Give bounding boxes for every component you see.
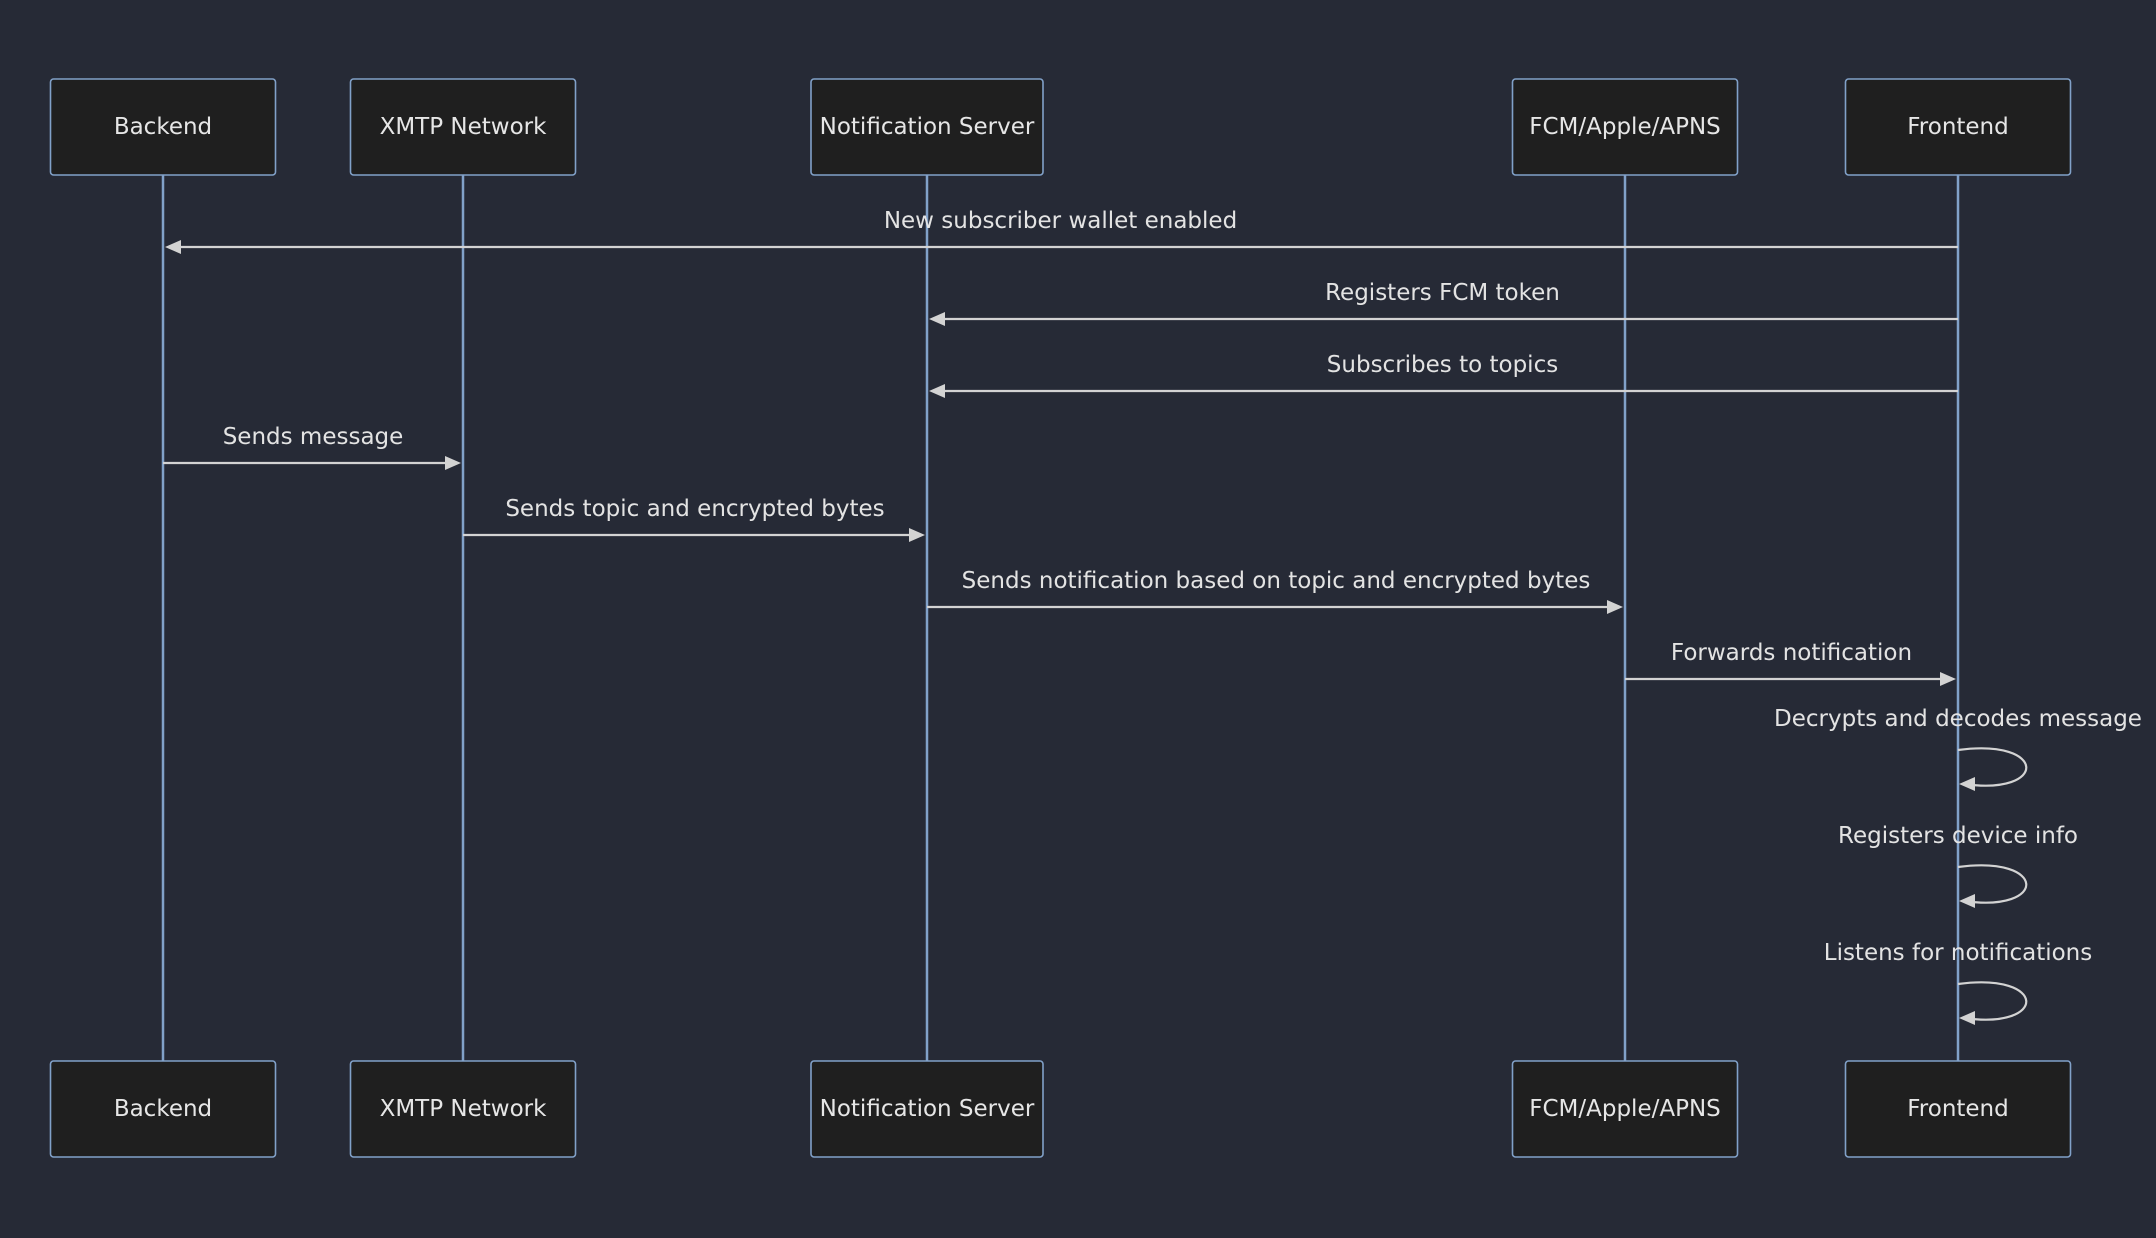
message-label: New subscriber wallet enabled	[884, 208, 1237, 234]
message-9: Registers device info	[1838, 823, 2078, 908]
message-arrowhead	[445, 456, 461, 470]
actor-box	[1844, 1060, 2072, 1158]
actor-box	[349, 78, 577, 176]
message-label: Sends topic and encrypted bytes	[505, 496, 884, 522]
actor-fcm-top[interactable]: FCM/Apple/APNS	[1511, 78, 1739, 176]
message-arrow-line	[1957, 864, 2028, 904]
message-arrowhead	[909, 528, 925, 542]
message-2: Registers FCM token	[929, 280, 1958, 326]
actor-backend-bottom[interactable]: Backend	[49, 1060, 277, 1158]
message-label: Registers device info	[1838, 823, 2078, 849]
actor-notif-bottom[interactable]: Notification Server	[810, 1060, 1044, 1158]
message-1: New subscriber wallet enabled	[165, 208, 1958, 254]
actor-label: XMTP Network	[380, 114, 548, 140]
actor-box	[1511, 78, 1739, 176]
actor-box	[1844, 78, 2072, 176]
message-label: Listens for notifications	[1824, 940, 2093, 966]
message-arrowhead	[1607, 600, 1623, 614]
actor-label: Backend	[114, 114, 212, 140]
actor-xmtp-top[interactable]: XMTP Network	[349, 78, 577, 176]
message-5: Sends topic and encrypted bytes	[463, 496, 925, 542]
actor-label: XMTP Network	[380, 1096, 548, 1122]
message-8: Decrypts and decodes message	[1774, 706, 2142, 791]
message-3: Subscribes to topics	[929, 352, 1958, 398]
actor-box	[349, 1060, 577, 1158]
lifelines	[161, 175, 1960, 1061]
actor-xmtp-bottom[interactable]: XMTP Network	[349, 1060, 577, 1158]
actor-fcm-bottom[interactable]: FCM/Apple/APNS	[1511, 1060, 1739, 1158]
message-arrow-line	[1957, 747, 2028, 787]
actors-bottom: Backend XMTP Network Notification Server FC…	[49, 1060, 2072, 1158]
actor-label: Frontend	[1907, 1096, 2009, 1122]
actor-box	[810, 78, 1044, 176]
actor-box	[1511, 1060, 1739, 1158]
message-arrowhead	[1959, 894, 1975, 908]
message-4: Sends message	[163, 424, 461, 470]
message-arrowhead	[929, 312, 945, 326]
actor-box	[49, 1060, 277, 1158]
actor-frontend-top[interactable]: Frontend	[1844, 78, 2072, 176]
message-7: Forwards notification	[1625, 640, 1956, 686]
message-6: Sends notification based on topic and en…	[927, 568, 1623, 614]
message-arrowhead	[165, 240, 181, 254]
actor-label: Notification Server	[820, 1096, 1035, 1122]
actor-label: FCM/Apple/APNS	[1529, 114, 1721, 140]
message-10: Listens for notifications	[1824, 940, 2093, 1025]
message-label: Registers FCM token	[1325, 280, 1560, 306]
message-label: Sends notification based on topic and en…	[962, 568, 1591, 594]
message-label: Forwards notification	[1671, 640, 1912, 666]
message-arrow-line	[1957, 981, 2028, 1021]
message-label: Sends message	[223, 424, 404, 450]
actor-box	[810, 1060, 1044, 1158]
actor-notif-top[interactable]: Notification Server	[810, 78, 1044, 176]
message-arrowhead	[1940, 672, 1956, 686]
message-arrowhead	[929, 384, 945, 398]
message-arrowhead	[1959, 777, 1975, 791]
actor-frontend-bottom[interactable]: Frontend	[1844, 1060, 2072, 1158]
actor-label: Frontend	[1907, 114, 2009, 140]
actor-label: Notification Server	[820, 114, 1035, 140]
actor-label: Backend	[114, 1096, 212, 1122]
actor-box	[49, 78, 277, 176]
message-arrowhead	[1959, 1011, 1975, 1025]
actor-backend-top[interactable]: Backend	[49, 78, 277, 176]
message-label: Decrypts and decodes message	[1774, 706, 2142, 732]
actors-top: Backend XMTP Network Notification Server FC…	[49, 78, 2072, 176]
actor-label: FCM/Apple/APNS	[1529, 1096, 1721, 1122]
message-label: Subscribes to topics	[1327, 352, 1558, 378]
